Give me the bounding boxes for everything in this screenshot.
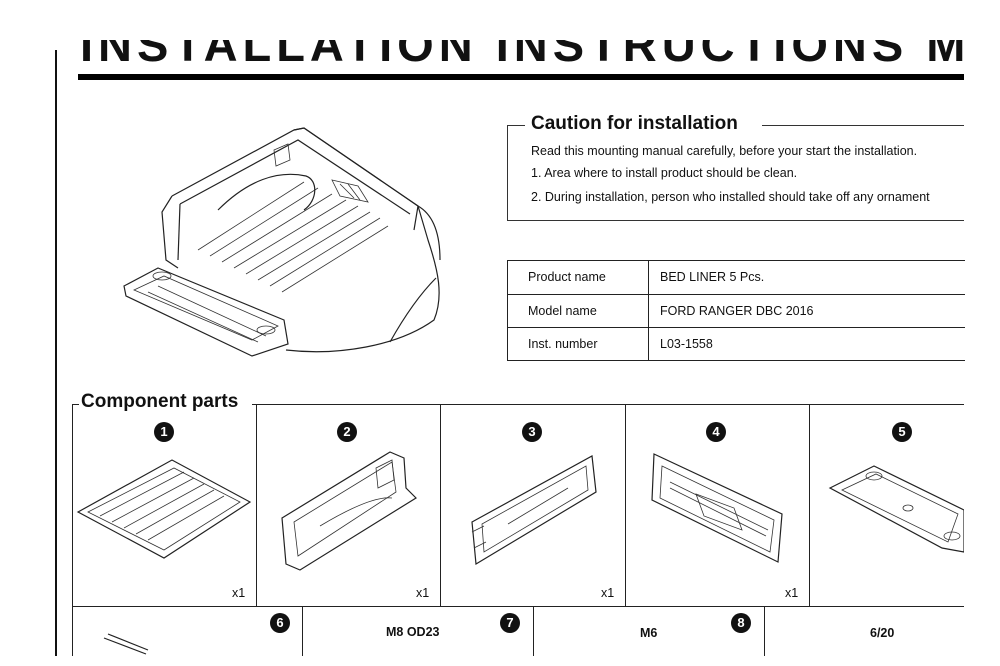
bed-floor-liner-icon — [76, 459, 252, 559]
caution-title: Caution for installation — [531, 113, 738, 134]
product-name-value: BED LINER 5 Pcs. — [660, 270, 765, 284]
inst-number-value: L03-1558 — [660, 337, 713, 351]
part-quantity: x1 — [232, 586, 246, 600]
cell-divider — [302, 607, 303, 656]
hardware-label: M8 OD23 — [386, 625, 440, 639]
truck-bed-icon — [123, 127, 441, 357]
cell-divider — [764, 607, 765, 656]
rod-icon — [103, 633, 149, 655]
part-quantity: x1 — [785, 586, 799, 600]
caution-item-2: 2. During installation, person who insta… — [531, 190, 930, 204]
manual-title-wrapper: INSTALLATION INSTRUCTIONS MANUA — [78, 40, 964, 70]
part-number-badge: 4 — [706, 422, 726, 442]
caution-frame-bottom — [507, 220, 964, 221]
cell-divider — [440, 404, 441, 607]
front-panel-icon — [651, 453, 783, 563]
part-quantity: x1 — [416, 586, 430, 600]
caution-item-1: 1. Area where to install product should … — [531, 166, 798, 180]
cell-divider — [809, 404, 810, 607]
caution-frame-top-right — [762, 125, 964, 126]
cell-divider — [625, 404, 626, 607]
model-name-value: FORD RANGER DBC 2016 — [660, 304, 814, 318]
part-number-badge: 7 — [500, 613, 520, 633]
table-column-divider — [648, 261, 649, 360]
cell-divider — [533, 607, 534, 656]
part-number-badge: 3 — [522, 422, 542, 442]
inst-number-label: Inst. number — [528, 337, 598, 351]
tailgate-liner-icon — [828, 465, 964, 553]
part-number-badge: 8 — [731, 613, 751, 633]
component-frame-top-left — [72, 404, 79, 405]
part-number-badge: 2 — [337, 422, 357, 442]
hardware-label: M6 — [640, 626, 658, 640]
part-number-badge: 5 — [892, 422, 912, 442]
component-frame-top-right — [252, 404, 964, 405]
component-parts-title: Component parts — [81, 391, 239, 412]
table-row: Model name FORD RANGER DBC 2016 — [508, 294, 965, 328]
title-underline — [78, 74, 964, 80]
part-quantity: x1 — [601, 586, 615, 600]
table-row: Inst. number L03-1558 — [508, 327, 965, 361]
page-left-border — [55, 50, 57, 656]
truck-bed-illustration — [123, 127, 441, 357]
product-name-label: Product name — [528, 270, 606, 284]
left-side-panel-icon — [281, 451, 417, 571]
manual-title: INSTALLATION INSTRUCTIONS MANUA — [80, 40, 964, 70]
right-side-panel-icon — [471, 455, 597, 566]
caution-intro-text: Read this mounting manual carefully, bef… — [531, 144, 918, 158]
component-frame-left — [72, 404, 73, 656]
caution-frame-left — [507, 125, 508, 221]
caution-frame-top-left — [507, 125, 525, 126]
component-row-divider — [72, 606, 964, 607]
product-info-table: Product name BED LINER 5 Pcs. Model name… — [507, 260, 965, 361]
cell-divider — [256, 404, 257, 607]
hardware-label: 6/20 — [870, 626, 895, 640]
part-number-badge: 1 — [154, 422, 174, 442]
model-name-label: Model name — [528, 304, 597, 318]
table-row: Product name BED LINER 5 Pcs. — [508, 261, 965, 294]
part-number-badge: 6 — [270, 613, 290, 633]
